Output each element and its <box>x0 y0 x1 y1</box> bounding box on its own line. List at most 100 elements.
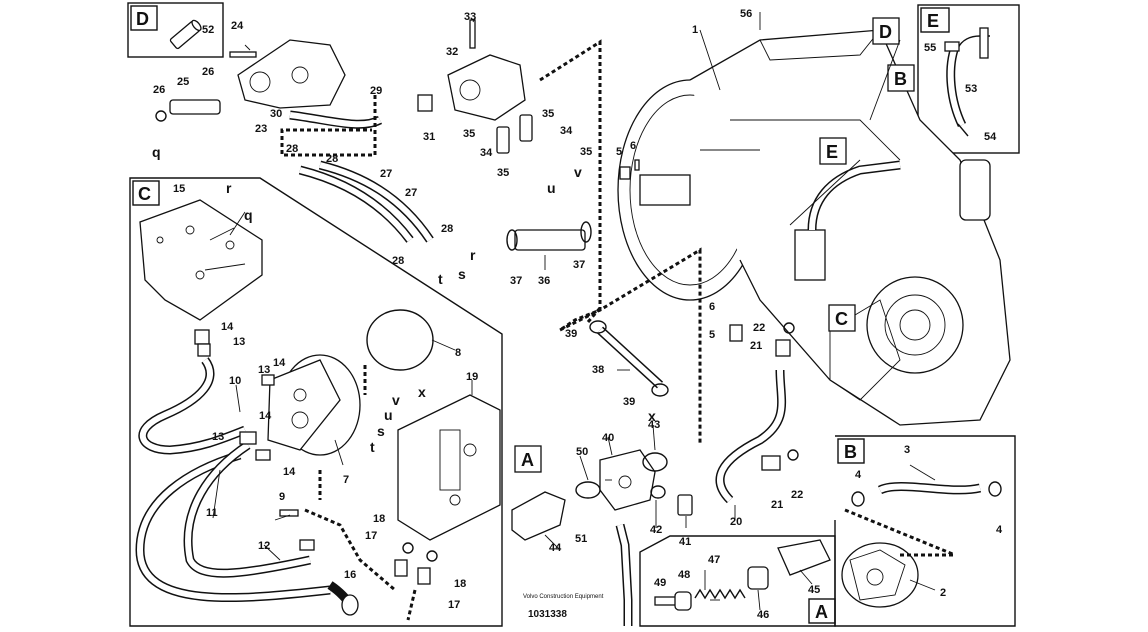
callout-49: 49 <box>654 577 666 589</box>
connection-letters: q q r r s s t t u u v v x x <box>152 144 656 455</box>
detail-a-letter: A <box>815 602 828 622</box>
callout-16: 16 <box>344 569 356 581</box>
callout-48: 48 <box>678 569 690 581</box>
callout-9: 9 <box>279 491 285 503</box>
callout-54: 54 <box>984 131 997 143</box>
callout-4b: 4 <box>996 524 1003 536</box>
drawing-footer: Volvo Construction Equipment 1031338 <box>523 594 604 620</box>
callout-27b: 27 <box>405 187 417 199</box>
conn-r-2: r <box>470 247 476 263</box>
tag-e-letter: E <box>826 142 838 162</box>
detail-b-box: B <box>834 435 1016 627</box>
callout-39b: 39 <box>623 396 635 408</box>
callout-37a: 37 <box>510 275 522 287</box>
callout-23: 23 <box>255 123 267 135</box>
callout-38: 38 <box>592 364 604 376</box>
callout-13a: 13 <box>233 336 245 348</box>
callout-35d: 35 <box>497 167 509 179</box>
pipe-52-part <box>169 19 202 50</box>
callout-27a: 27 <box>380 168 392 180</box>
conn-s-1: s <box>458 266 466 282</box>
callout-43: 43 <box>648 419 660 431</box>
callout-29: 29 <box>370 85 382 97</box>
callout-35b: 35 <box>463 128 475 140</box>
callout-6a: 6 <box>630 140 636 152</box>
callout-25: 25 <box>177 76 189 88</box>
callout-3: 3 <box>904 444 910 456</box>
callout-17a: 17 <box>365 530 377 542</box>
callout-30: 30 <box>270 108 282 120</box>
callout-28c: 28 <box>441 223 453 235</box>
callout-45: 45 <box>808 584 820 596</box>
dashed-connection-lines <box>280 39 956 621</box>
callout-46: 46 <box>757 609 769 621</box>
callout-15: 15 <box>173 183 185 195</box>
callout-21a: 21 <box>750 340 762 352</box>
housing-detail-tags: D B E C A <box>514 17 915 473</box>
conn-x-2: x <box>648 408 656 424</box>
callout-18a: 18 <box>373 513 385 525</box>
detail-a-box: A <box>639 535 836 627</box>
tag-b-letter: B <box>894 69 907 89</box>
callout-14c: 14 <box>259 410 272 422</box>
conn-t-2: t <box>370 439 375 455</box>
leader-lines <box>204 12 936 611</box>
callout-labels: 1 2 3 4 4 5 5 6 6 7 8 9 10 11 12 13 13 1… <box>153 8 1003 621</box>
callout-47: 47 <box>708 554 720 566</box>
callout-22a: 22 <box>753 322 765 334</box>
callout-5a: 5 <box>616 146 622 158</box>
callout-28a: 28 <box>286 143 298 155</box>
detail-b-letter: B <box>844 442 857 462</box>
callout-36: 36 <box>538 275 550 287</box>
detail-e-box: E <box>917 4 1020 154</box>
callout-53: 53 <box>965 83 977 95</box>
callout-28b: 28 <box>326 153 338 165</box>
conn-v-2: v <box>392 392 400 408</box>
callout-32: 32 <box>446 46 458 58</box>
callout-11: 11 <box>206 507 218 519</box>
callout-14b: 14 <box>273 357 286 369</box>
callout-55: 55 <box>924 42 936 54</box>
top-parts <box>155 19 533 243</box>
callout-35a: 35 <box>542 108 554 120</box>
conn-x-1: x <box>418 384 426 400</box>
callout-1: 1 <box>692 24 698 36</box>
callout-22b: 22 <box>791 489 803 501</box>
callout-37b: 37 <box>573 259 585 271</box>
callout-56: 56 <box>740 8 752 20</box>
transmission-housing <box>617 29 1011 426</box>
callout-21b: 21 <box>771 499 783 511</box>
callout-44: 44 <box>549 542 562 554</box>
callout-50: 50 <box>576 446 588 458</box>
callout-52: 52 <box>202 24 214 36</box>
callout-14d: 14 <box>283 466 296 478</box>
detail-c-letter: C <box>138 184 151 204</box>
callout-35c: 35 <box>580 146 592 158</box>
conn-t-1: t <box>438 271 443 287</box>
conn-u-1: u <box>547 180 556 196</box>
callout-24: 24 <box>231 20 244 32</box>
detail-d-letter: D <box>136 9 149 29</box>
callout-31: 31 <box>423 131 435 143</box>
callout-39a: 39 <box>565 328 577 340</box>
callout-20: 20 <box>730 516 742 528</box>
conn-q-1: q <box>152 144 161 160</box>
callout-51: 51 <box>575 533 587 545</box>
callout-17b: 17 <box>448 599 460 611</box>
callout-13c: 13 <box>212 431 224 443</box>
callout-6b: 6 <box>709 301 715 313</box>
callout-2: 2 <box>940 587 946 599</box>
conn-v-1: v <box>574 164 582 180</box>
callout-12: 12 <box>258 540 270 552</box>
callout-40: 40 <box>602 432 614 444</box>
callout-7: 7 <box>343 474 349 486</box>
detail-d-box: D <box>127 2 224 58</box>
callout-41: 41 <box>679 536 691 548</box>
callout-26b: 26 <box>202 66 214 78</box>
publisher-label: Volvo Construction Equipment <box>523 594 604 600</box>
callout-4a: 4 <box>855 469 862 481</box>
callout-5b: 5 <box>709 329 715 341</box>
conn-q-2: q <box>244 207 253 223</box>
conn-u-2: u <box>384 407 393 423</box>
